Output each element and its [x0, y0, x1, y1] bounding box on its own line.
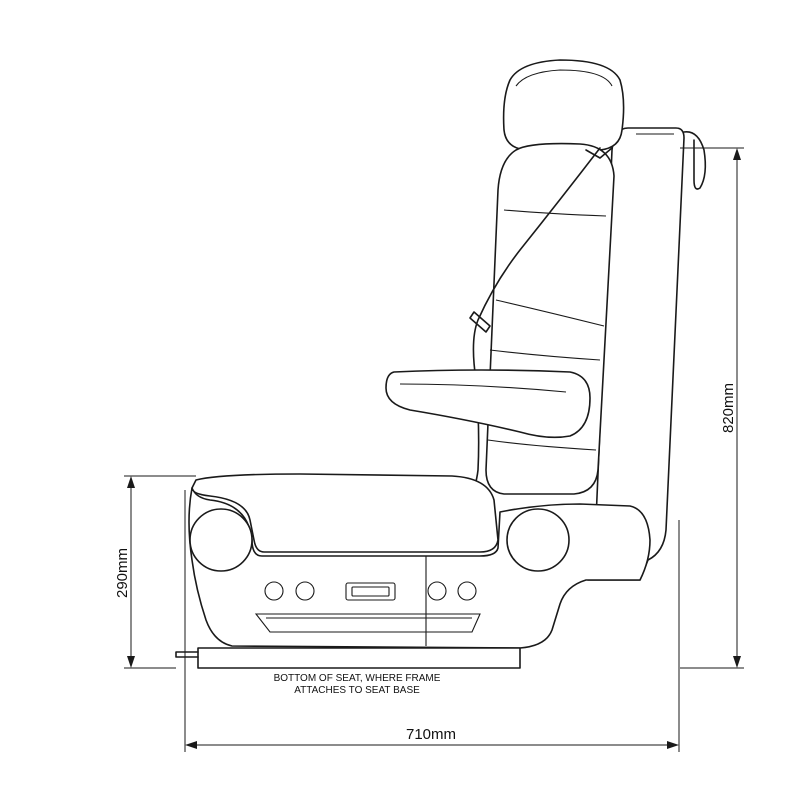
- backrest-cushion: [485, 142, 615, 495]
- label-820mm: 820mm: [720, 383, 737, 433]
- headrest: [502, 59, 625, 151]
- seat-belt: [467, 147, 613, 501]
- dimension-290mm: [124, 475, 196, 669]
- seat-cushion: [191, 473, 499, 553]
- label-710mm: 710mm: [406, 726, 456, 743]
- note-line-1: BOTTOM OF SEAT, WHERE FRAME: [274, 673, 441, 684]
- base-plate: [175, 647, 521, 669]
- dimension-710mm: [184, 490, 680, 752]
- note-line-2: ATTACHES TO SEAT BASE: [294, 685, 420, 696]
- armrest: [385, 369, 591, 439]
- dimension-820mm: [680, 147, 744, 669]
- seat-base-frame: [188, 487, 651, 649]
- label-290mm: 290mm: [114, 548, 131, 598]
